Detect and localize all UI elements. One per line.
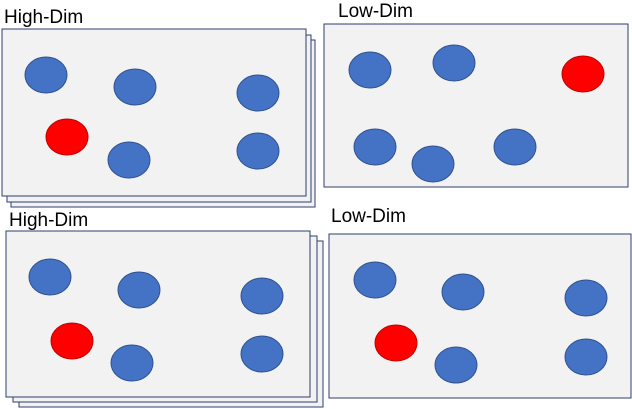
point-blue: [432, 44, 476, 82]
point-blue: [434, 346, 478, 384]
point-blue: [236, 74, 280, 112]
point-blue: [348, 51, 392, 89]
point-blue: [28, 258, 72, 296]
point-blue: [240, 335, 284, 373]
point-red: [50, 322, 94, 360]
bottom-left-panel-stack: [5, 230, 324, 408]
point-blue: [441, 273, 485, 311]
point-blue: [24, 56, 68, 94]
point-red: [561, 55, 605, 93]
point-blue: [353, 261, 397, 299]
point-red: [45, 118, 89, 156]
top-right-panel-label: Low-Dim: [338, 1, 413, 22]
top-left-panel-stack: [1, 28, 316, 208]
point-blue: [240, 277, 284, 315]
point-blue: [110, 344, 154, 382]
point-red: [374, 324, 418, 362]
point-blue: [117, 271, 161, 309]
top-right-panel: [323, 23, 629, 188]
point-blue: [564, 338, 608, 376]
bottom-left-panel-label: High-Dim: [9, 210, 89, 231]
point-blue: [113, 68, 157, 106]
bottom-right-panel: [328, 233, 632, 399]
top-left-panel-label: High-Dim: [4, 7, 84, 28]
point-blue: [411, 145, 455, 183]
point-blue: [353, 128, 397, 166]
point-blue: [236, 132, 280, 170]
point-blue: [493, 128, 537, 166]
point-blue: [107, 141, 151, 179]
point-blue: [564, 279, 608, 317]
bottom-right-panel-label: Low-Dim: [331, 206, 406, 227]
stack-front-sheet: [1, 28, 307, 197]
